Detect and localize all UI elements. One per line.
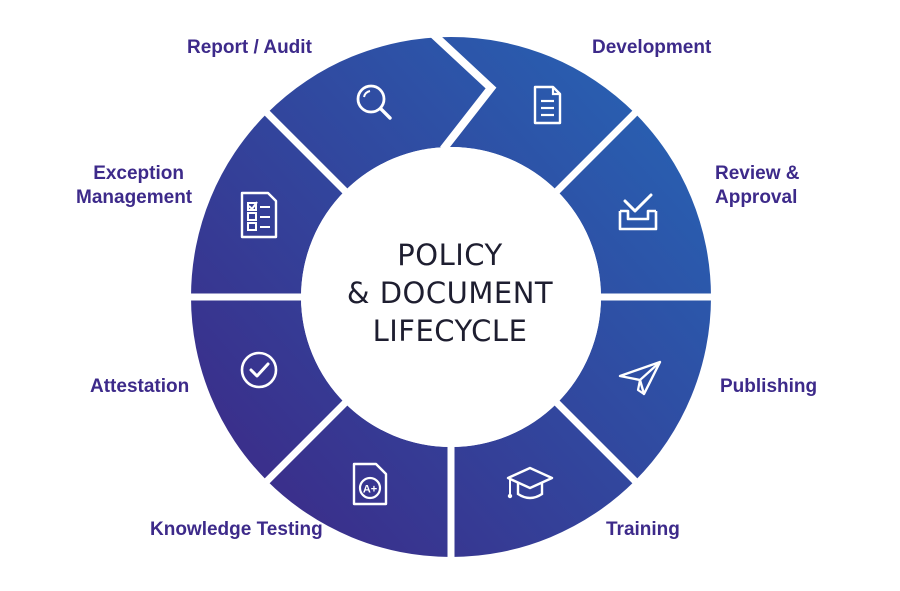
ring-segment-publishing bbox=[557, 297, 711, 481]
graded-test-icon: A+ bbox=[352, 462, 388, 506]
inbox-check-icon bbox=[618, 193, 658, 231]
stage-label-knowledge-testing: Knowledge Testing bbox=[150, 519, 323, 540]
ring-segment-review-approval bbox=[557, 113, 711, 297]
stage-label-training: Training bbox=[606, 519, 680, 540]
stage-label-publishing: Publishing bbox=[720, 376, 818, 397]
center-title: POLICY & DOCUMENT LIFECYCLE bbox=[346, 238, 554, 348]
chevron-divider bbox=[429, 30, 497, 152]
ring-segment-exception-management bbox=[191, 113, 345, 297]
stage-label-review-approval: Review & Approval bbox=[715, 163, 800, 208]
paper-plane-icon bbox=[618, 360, 662, 396]
stage-label-report-audit: Report / Audit bbox=[187, 37, 312, 58]
magnifier-icon bbox=[356, 84, 392, 120]
center-circle bbox=[301, 147, 601, 447]
ring-segment-knowledge-testing bbox=[267, 403, 451, 557]
svg-text:A+: A+ bbox=[363, 484, 377, 496]
segment-divider bbox=[261, 399, 349, 487]
check-circle-icon bbox=[240, 351, 278, 389]
checklist-icon bbox=[240, 191, 278, 239]
graduation-cap-icon bbox=[506, 466, 554, 500]
ring-segment-attestation bbox=[191, 297, 345, 481]
ring-segment-training bbox=[451, 403, 635, 557]
segment-divider bbox=[261, 107, 349, 195]
stage-label-exception-management: Exception Management bbox=[76, 163, 193, 208]
stage-label-attestation: Attestation bbox=[90, 376, 190, 397]
ring-segment-report-audit bbox=[267, 37, 451, 191]
ring-icons: A+ bbox=[240, 84, 662, 506]
document-icon bbox=[533, 85, 562, 125]
segment-divider bbox=[553, 107, 641, 195]
segment-divider bbox=[553, 399, 641, 487]
stage-label-development: Development bbox=[592, 37, 712, 58]
ring-segments bbox=[187, 30, 715, 561]
